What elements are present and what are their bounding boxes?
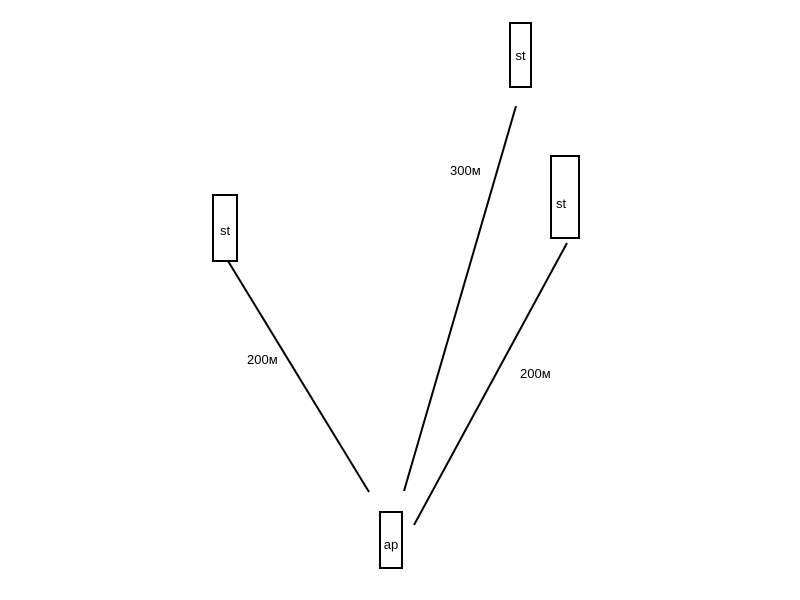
station-node-right: st <box>550 155 580 239</box>
distance-label-top: 300м <box>450 163 481 178</box>
station-box <box>509 22 532 88</box>
link-line-left <box>227 260 370 493</box>
distance-label-left: 200м <box>247 352 278 367</box>
distance-label-right: 200м <box>520 366 551 381</box>
link-line-right <box>413 242 568 526</box>
station-node-top: st <box>509 22 532 88</box>
station-box <box>550 155 580 239</box>
station-label: st <box>556 196 567 211</box>
station-label: st <box>220 223 231 238</box>
station-box <box>212 194 238 262</box>
access-point-node: ap <box>379 511 403 569</box>
station-label: st <box>515 48 526 63</box>
link-line-top <box>403 105 517 492</box>
station-node-left: st <box>212 194 238 262</box>
access-point-label: ap <box>384 537 398 552</box>
access-point-box <box>379 511 403 569</box>
